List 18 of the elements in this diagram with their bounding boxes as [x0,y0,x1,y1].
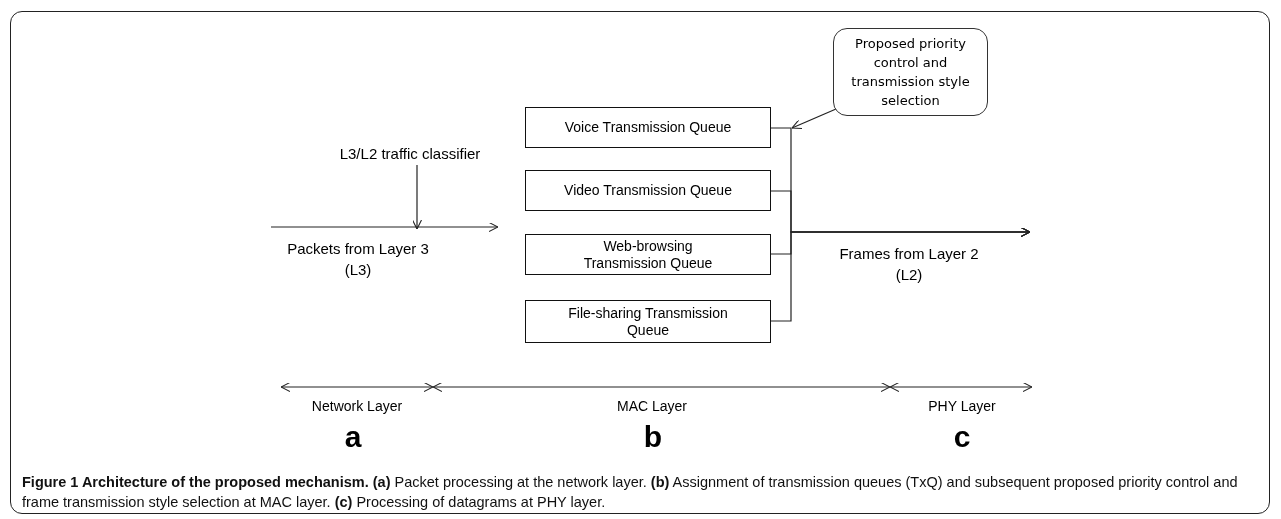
callout-box: Proposed priority control and transmission style selection [833,28,988,116]
layer-label: MAC Layer [616,398,688,414]
flow-label: Frames from Layer 2 (L2) [838,244,980,285]
queue-box: Web-browsing Transmission Queue [525,234,771,275]
queue-box: Voice Transmission Queue [525,107,771,148]
panel-letter: b [642,420,664,454]
classifier-label: L3/L2 traffic classifier [330,143,490,165]
panel-letter: c [952,420,972,454]
layer-label: PHY Layer [927,398,997,414]
panel-letter: a [343,420,363,454]
figure-caption: Figure 1 Architecture of the proposed mechanism. (a) Packet processing at the network layer. (b) Assignment of transmission queues (TxQ) and subsequent proposed priority control and frame transmission style selection at MAC layer. (c) Processing of datagrams at PHY layer. [22,473,1239,512]
arrow [791,108,837,130]
arrow [411,164,423,230]
layer-label: Network Layer [310,398,404,414]
queue-box: File-sharing Transmission Queue [525,300,771,343]
arrow [770,226,1031,322]
flow-label: Packets from Layer 3 (L3) [278,229,438,281]
queue-box: Video Transmission Queue [525,170,771,211]
